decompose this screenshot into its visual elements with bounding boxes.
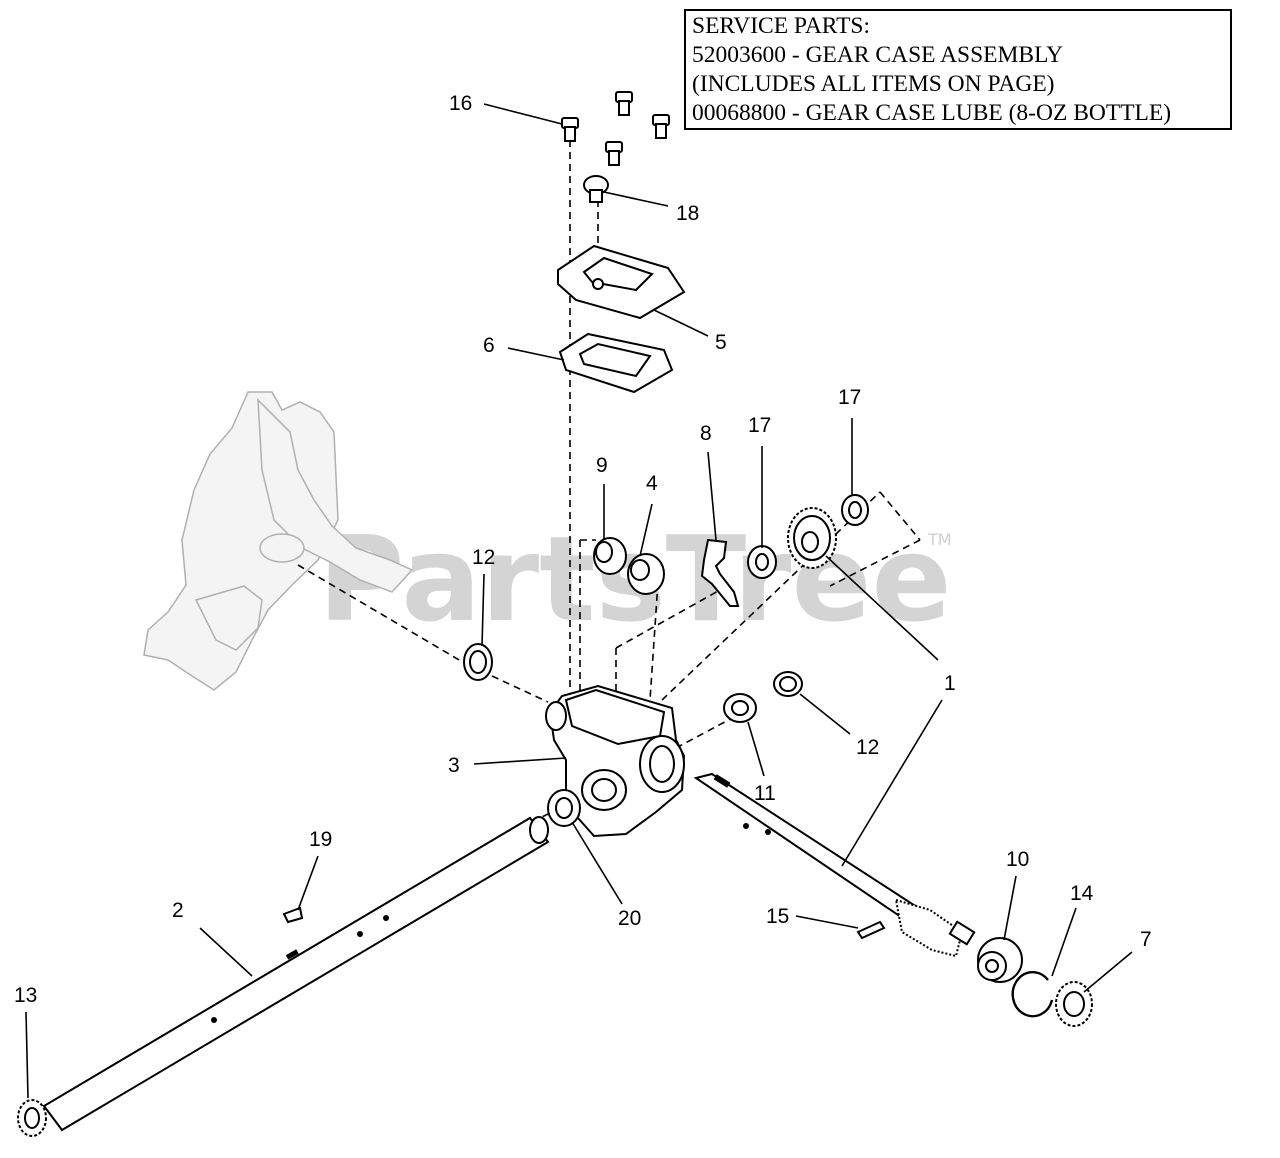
callout-12b: 12 (856, 736, 879, 759)
callout-13: 13 (14, 984, 37, 1007)
service-part-gear-case-lube: 00068800 - GEAR CASE LUBE (8-OZ BOTTLE) (692, 100, 1172, 126)
clip-8 (700, 538, 740, 607)
callout-10: 10 (1006, 848, 1029, 871)
callout-17b: 17 (838, 386, 861, 409)
worm-gear-1 (787, 507, 837, 569)
spacer-11 (723, 693, 757, 723)
worm-shaft (693, 772, 976, 958)
key-19 (282, 906, 304, 924)
callout-16: 16 (449, 92, 472, 115)
callout-19: 19 (309, 828, 332, 851)
auger-housing-ghost (143, 391, 414, 691)
bushing-9 (593, 537, 627, 575)
callout-8: 8 (700, 422, 712, 445)
retaining-ring-14 (1011, 970, 1054, 1018)
callout-17a: 17 (748, 414, 771, 437)
service-parts-box: SERVICE PARTS: 52003600 - GEAR CASE ASSE… (684, 9, 1232, 130)
bolt-b (652, 114, 670, 139)
seal-12b (773, 671, 803, 697)
leader-lines (25, 103, 1133, 1099)
washer-17b (841, 494, 869, 526)
seal-12a (463, 643, 493, 681)
callout-3: 3 (448, 754, 460, 777)
assembly-lines (297, 140, 921, 823)
end-cap-7 (1055, 981, 1093, 1027)
bearing-20 (547, 789, 581, 827)
bolt-c (605, 141, 623, 166)
gear-case-cover-5 (557, 244, 686, 320)
seal-13 (17, 1099, 47, 1137)
bearing-10 (977, 937, 1023, 983)
service-part-gear-case-assembly: 52003600 - GEAR CASE ASSEMBLY (692, 42, 1064, 68)
callout-11: 11 (754, 782, 776, 805)
callout-5: 5 (715, 331, 727, 354)
bolt-a (615, 91, 633, 116)
callout-18: 18 (676, 202, 699, 225)
callout-12a: 12 (472, 546, 495, 569)
washer-17a (747, 545, 777, 579)
gasket-6 (558, 332, 674, 394)
callout-9: 9 (596, 454, 608, 477)
callout-2: 2 (172, 899, 184, 922)
gear-case-3 (545, 684, 686, 838)
callout-14: 14 (1070, 882, 1094, 905)
fill-plug-18 (583, 175, 609, 203)
callout-labels: 16 18 5 6 8 17 17 9 4 12 1 3 11 12 19 2 … (14, 92, 1152, 1007)
bolt-16 (561, 117, 579, 142)
bearing-4 (627, 553, 665, 595)
callout-1: 1 (944, 672, 956, 695)
roll-pin-15 (856, 920, 886, 940)
callout-7: 7 (1140, 928, 1152, 951)
watermark-tm: TM (927, 530, 952, 549)
callout-6: 6 (483, 334, 495, 357)
service-part-note: (INCLUDES ALL ITEMS ON PAGE) (692, 71, 1055, 97)
callout-20: 20 (618, 907, 641, 930)
auger-shaft-2 (42, 816, 550, 1132)
callout-4: 4 (646, 472, 658, 495)
callout-15: 15 (766, 905, 789, 928)
bolt-group (561, 91, 670, 166)
service-parts-heading: SERVICE PARTS: (692, 13, 871, 39)
